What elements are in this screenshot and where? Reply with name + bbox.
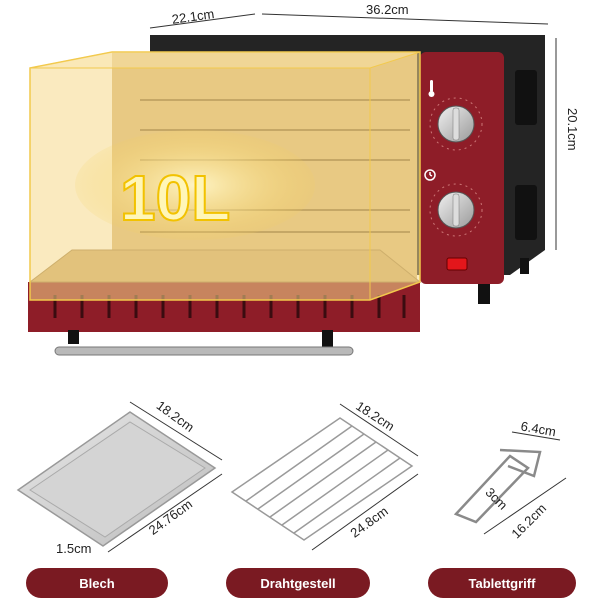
handle-dim-line — [511, 431, 561, 441]
wire-rack — [230, 417, 414, 541]
capacity-label: 10L — [120, 162, 230, 234]
handle-dim-line — [483, 477, 567, 535]
handle-width-label: 6.4cm — [520, 418, 557, 439]
capacity-box — [29, 51, 421, 301]
baking-tray — [16, 401, 223, 553]
oven-leg — [68, 330, 79, 344]
rack-dim-line — [339, 403, 419, 457]
oven-leg — [520, 258, 529, 274]
label-blech-text: Blech — [79, 575, 115, 591]
oven-leg — [478, 282, 490, 304]
depth-dimension: 22.1cm — [171, 6, 215, 27]
side-vents — [515, 70, 537, 240]
tray-handle — [453, 448, 542, 524]
thermometer-icon — [428, 80, 435, 97]
oven-leg — [322, 330, 333, 354]
handle-length-label: 16.2cm — [508, 501, 549, 542]
rack-dim-line — [311, 473, 419, 551]
timer-knob — [429, 183, 483, 237]
width-dimension: 36.2cm — [366, 2, 409, 17]
label-drahtgestell: Drahtgestell — [226, 568, 370, 598]
rack-width-label: 18.2cm — [353, 398, 397, 434]
height-dimension: 20.1cm — [565, 108, 580, 151]
tray-width-label: 18.2cm — [154, 398, 197, 435]
label-drahtgestell-text: Drahtgestell — [260, 575, 336, 591]
label-tablettgriff: Tablettgriff — [428, 568, 576, 598]
indicator-light — [446, 257, 468, 271]
label-tablettgriff-text: Tablettgriff — [468, 575, 536, 591]
door-handle — [54, 346, 354, 356]
clock-icon — [424, 169, 436, 181]
tray-height-label: 1.5cm — [56, 541, 91, 556]
dimension-lines — [149, 13, 557, 250]
label-blech: Blech — [26, 568, 168, 598]
temperature-knob — [429, 97, 483, 151]
